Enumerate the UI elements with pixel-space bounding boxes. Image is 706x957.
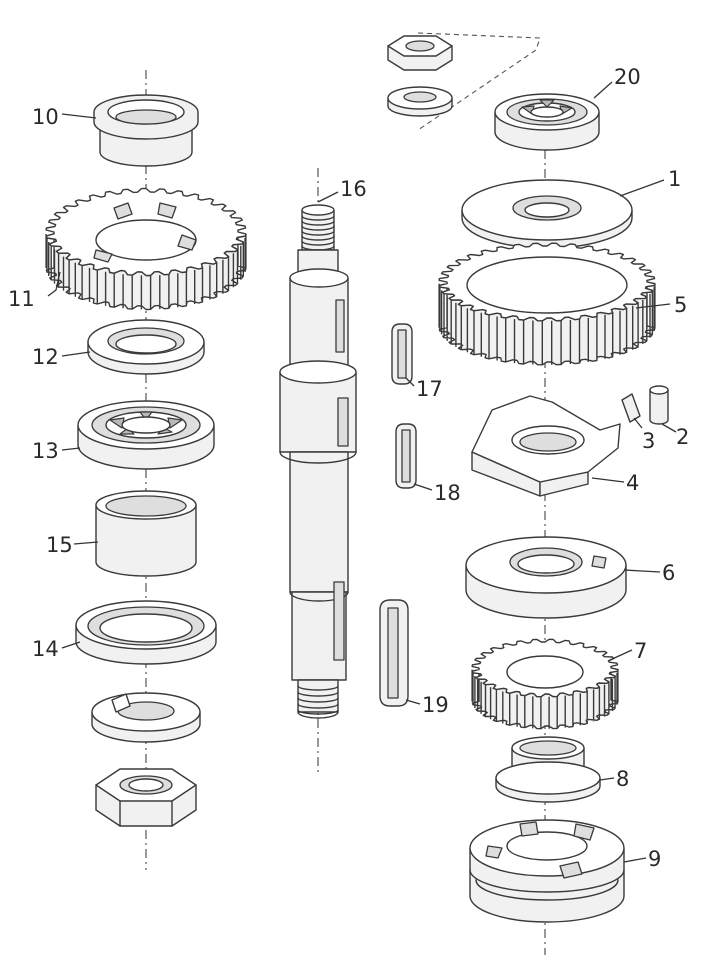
leader-lines [47, 81, 677, 863]
part-11-large-spur-gear [45, 187, 247, 311]
top-hex-nut [387, 35, 453, 71]
label-5: 5 [674, 293, 687, 317]
label-9: 9 [648, 847, 661, 871]
part-4-cam-plate [471, 395, 621, 497]
label-18: 18 [434, 481, 461, 505]
label-12: 12 [32, 345, 59, 369]
part-3-wedge [621, 393, 641, 423]
part-15-sleeve [95, 490, 197, 577]
part-6-thrust-disc [465, 536, 627, 619]
label-4: 4 [626, 471, 639, 495]
hex-nut-left [95, 768, 197, 827]
part-labels: 10 11 12 13 15 14 16 20 1 5 2 3 4 6 7 8 … [8, 65, 689, 871]
label-20: 20 [614, 65, 641, 89]
part-5-ring-gear [438, 242, 656, 366]
part-16-spline-shaft [279, 204, 357, 719]
label-15: 15 [46, 533, 73, 557]
part-10-flanged-bushing [93, 94, 199, 167]
part-14-seal-ring [75, 600, 217, 665]
part-19-key [379, 599, 409, 707]
label-2: 2 [676, 425, 689, 449]
part-13-ball-bearing [77, 400, 215, 470]
part-20-ball-bearing [494, 93, 600, 151]
part-12-thrust-ring [87, 319, 205, 375]
label-14: 14 [32, 637, 59, 661]
part-9-clutch-pulley [469, 819, 625, 923]
top-lock-washer [387, 86, 453, 117]
label-10: 10 [32, 105, 59, 129]
part-17-key [391, 323, 413, 385]
label-8: 8 [616, 767, 629, 791]
label-17: 17 [416, 377, 443, 401]
label-11: 11 [8, 287, 35, 311]
part-8-flanged-sleeve [495, 736, 601, 803]
label-7: 7 [634, 639, 647, 663]
label-16: 16 [340, 177, 367, 201]
label-3: 3 [642, 429, 655, 453]
label-19: 19 [422, 693, 449, 717]
label-13: 13 [32, 439, 59, 463]
part-7-small-gear [471, 638, 619, 730]
label-6: 6 [662, 561, 675, 585]
part-18-key [395, 423, 417, 489]
label-1: 1 [668, 167, 681, 191]
part-2-pin [649, 385, 669, 425]
lock-washer-left [91, 692, 201, 743]
part-1-disc [461, 179, 633, 249]
